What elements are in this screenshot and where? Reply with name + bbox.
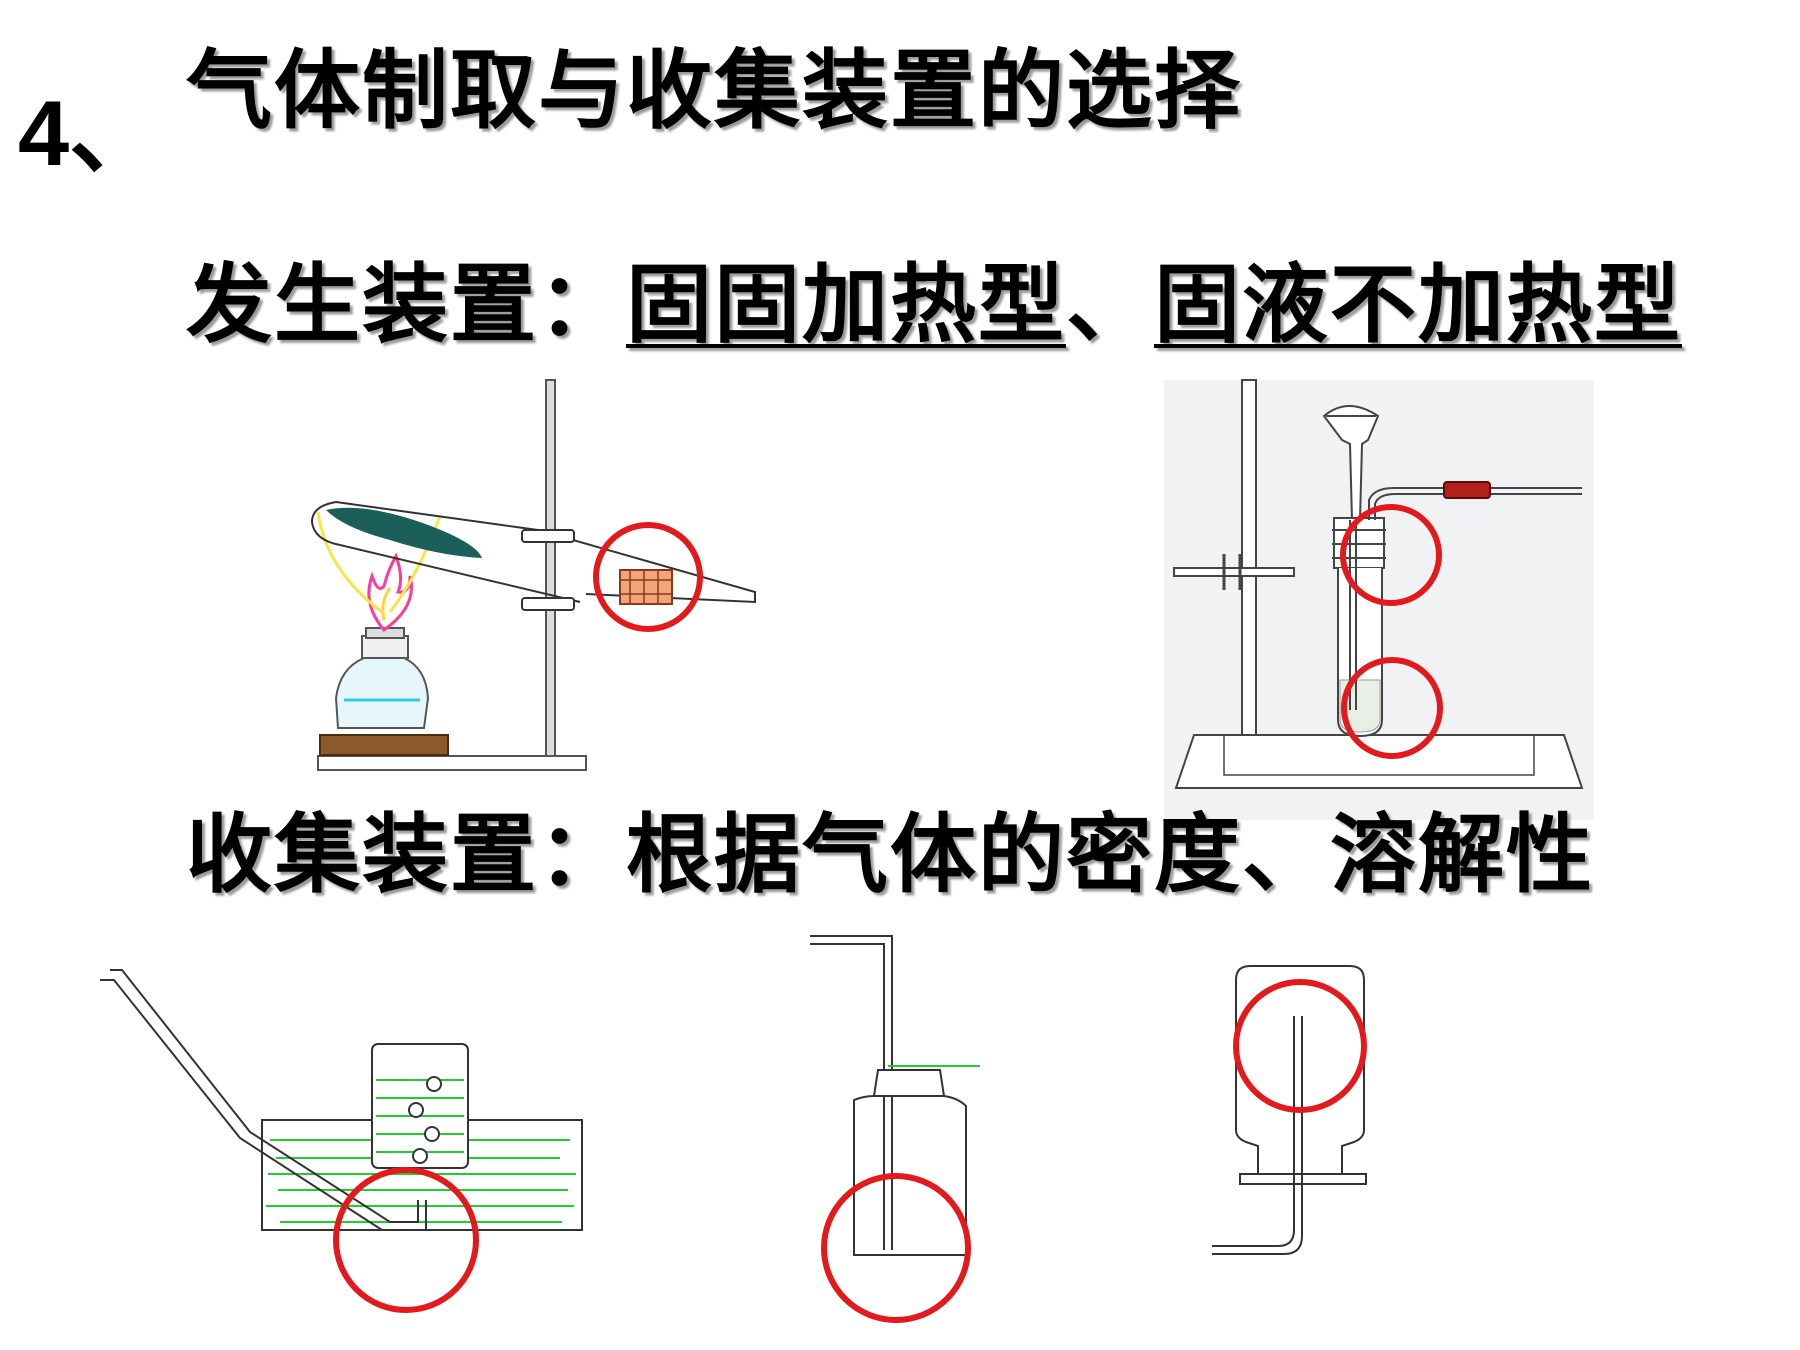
solid-liquid-apparatus-diagram — [1164, 379, 1594, 820]
heating-apparatus-diagram — [310, 379, 756, 771]
section-number: 4、 — [18, 83, 162, 185]
collection-label: 收集装置： — [186, 805, 626, 905]
water-displacement-diagram — [100, 969, 583, 1313]
generation-line: 发生装置：固固加热型、固液不加热型 — [186, 255, 1682, 355]
type-solid-solid-heating: 固固加热型 — [626, 255, 1066, 355]
type-solid-liquid-no-heating: 固液不加热型 — [1154, 255, 1682, 355]
generation-label: 发生装置： — [186, 255, 626, 355]
downward-air-displacement-diagram — [1212, 965, 1367, 1255]
upward-air-displacement-diagram — [810, 935, 980, 1323]
page-title: 气体制取与收集装置的选择 — [186, 41, 1242, 141]
collection-line: 收集装置：根据气体的密度、溶解性 — [186, 808, 1594, 903]
collection-criteria: 根据气体的密度、溶解性 — [626, 805, 1594, 905]
